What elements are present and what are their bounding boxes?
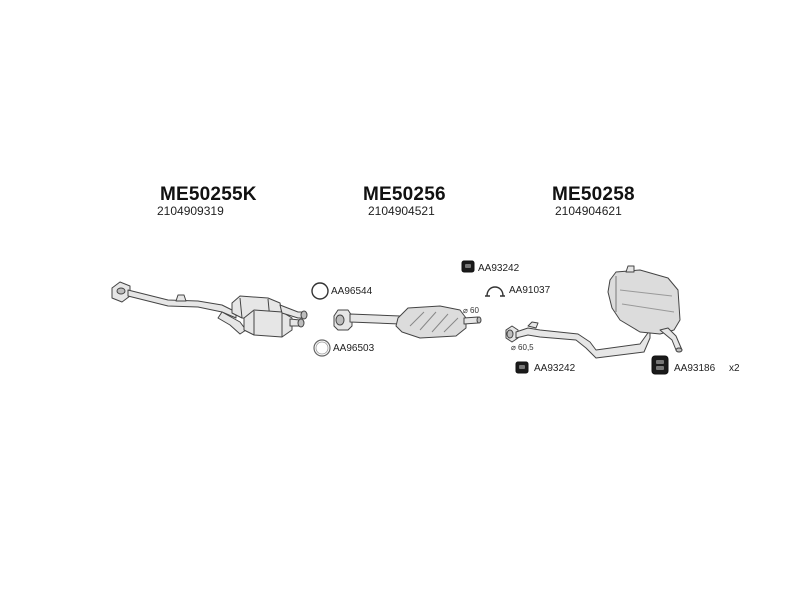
group-ref-rear: 2104904621 — [555, 204, 622, 218]
rubber-mount-rear-icon — [651, 355, 669, 375]
label-rear-qty: x2 — [729, 363, 740, 374]
group-ref-middle: 2104904521 — [368, 204, 435, 218]
rubber-mount-top-icon — [461, 260, 475, 273]
gasket-ring-icon — [311, 282, 329, 300]
dim-rear-diameter: ⌀ 60,5 — [511, 343, 534, 352]
group-ref-front: 2104909319 — [157, 204, 224, 218]
group-title-rear: ME50258 — [552, 184, 635, 205]
label-gasket-ring: AA96544 — [331, 286, 373, 297]
label-rubber-mount-top: AA93242 — [478, 263, 520, 274]
rubber-mount-bottom-icon — [515, 361, 529, 374]
clamp-icon — [485, 286, 505, 297]
group-title-middle: ME50256 — [363, 184, 446, 205]
rear-pipe-and-silencer — [505, 265, 683, 359]
front-pipe-with-catalysts — [111, 281, 308, 338]
dim-middle-diameter: ⌀ 60 — [463, 306, 479, 315]
middle-silencer — [333, 305, 482, 339]
group-title-front: ME50255K — [160, 184, 257, 205]
label-seal-ring: AA96503 — [333, 343, 375, 354]
label-clamp: AA91037 — [509, 285, 551, 296]
label-rubber-mount-rear: AA93186 — [674, 363, 716, 374]
label-rubber-mount-bottom: AA93242 — [534, 363, 576, 374]
